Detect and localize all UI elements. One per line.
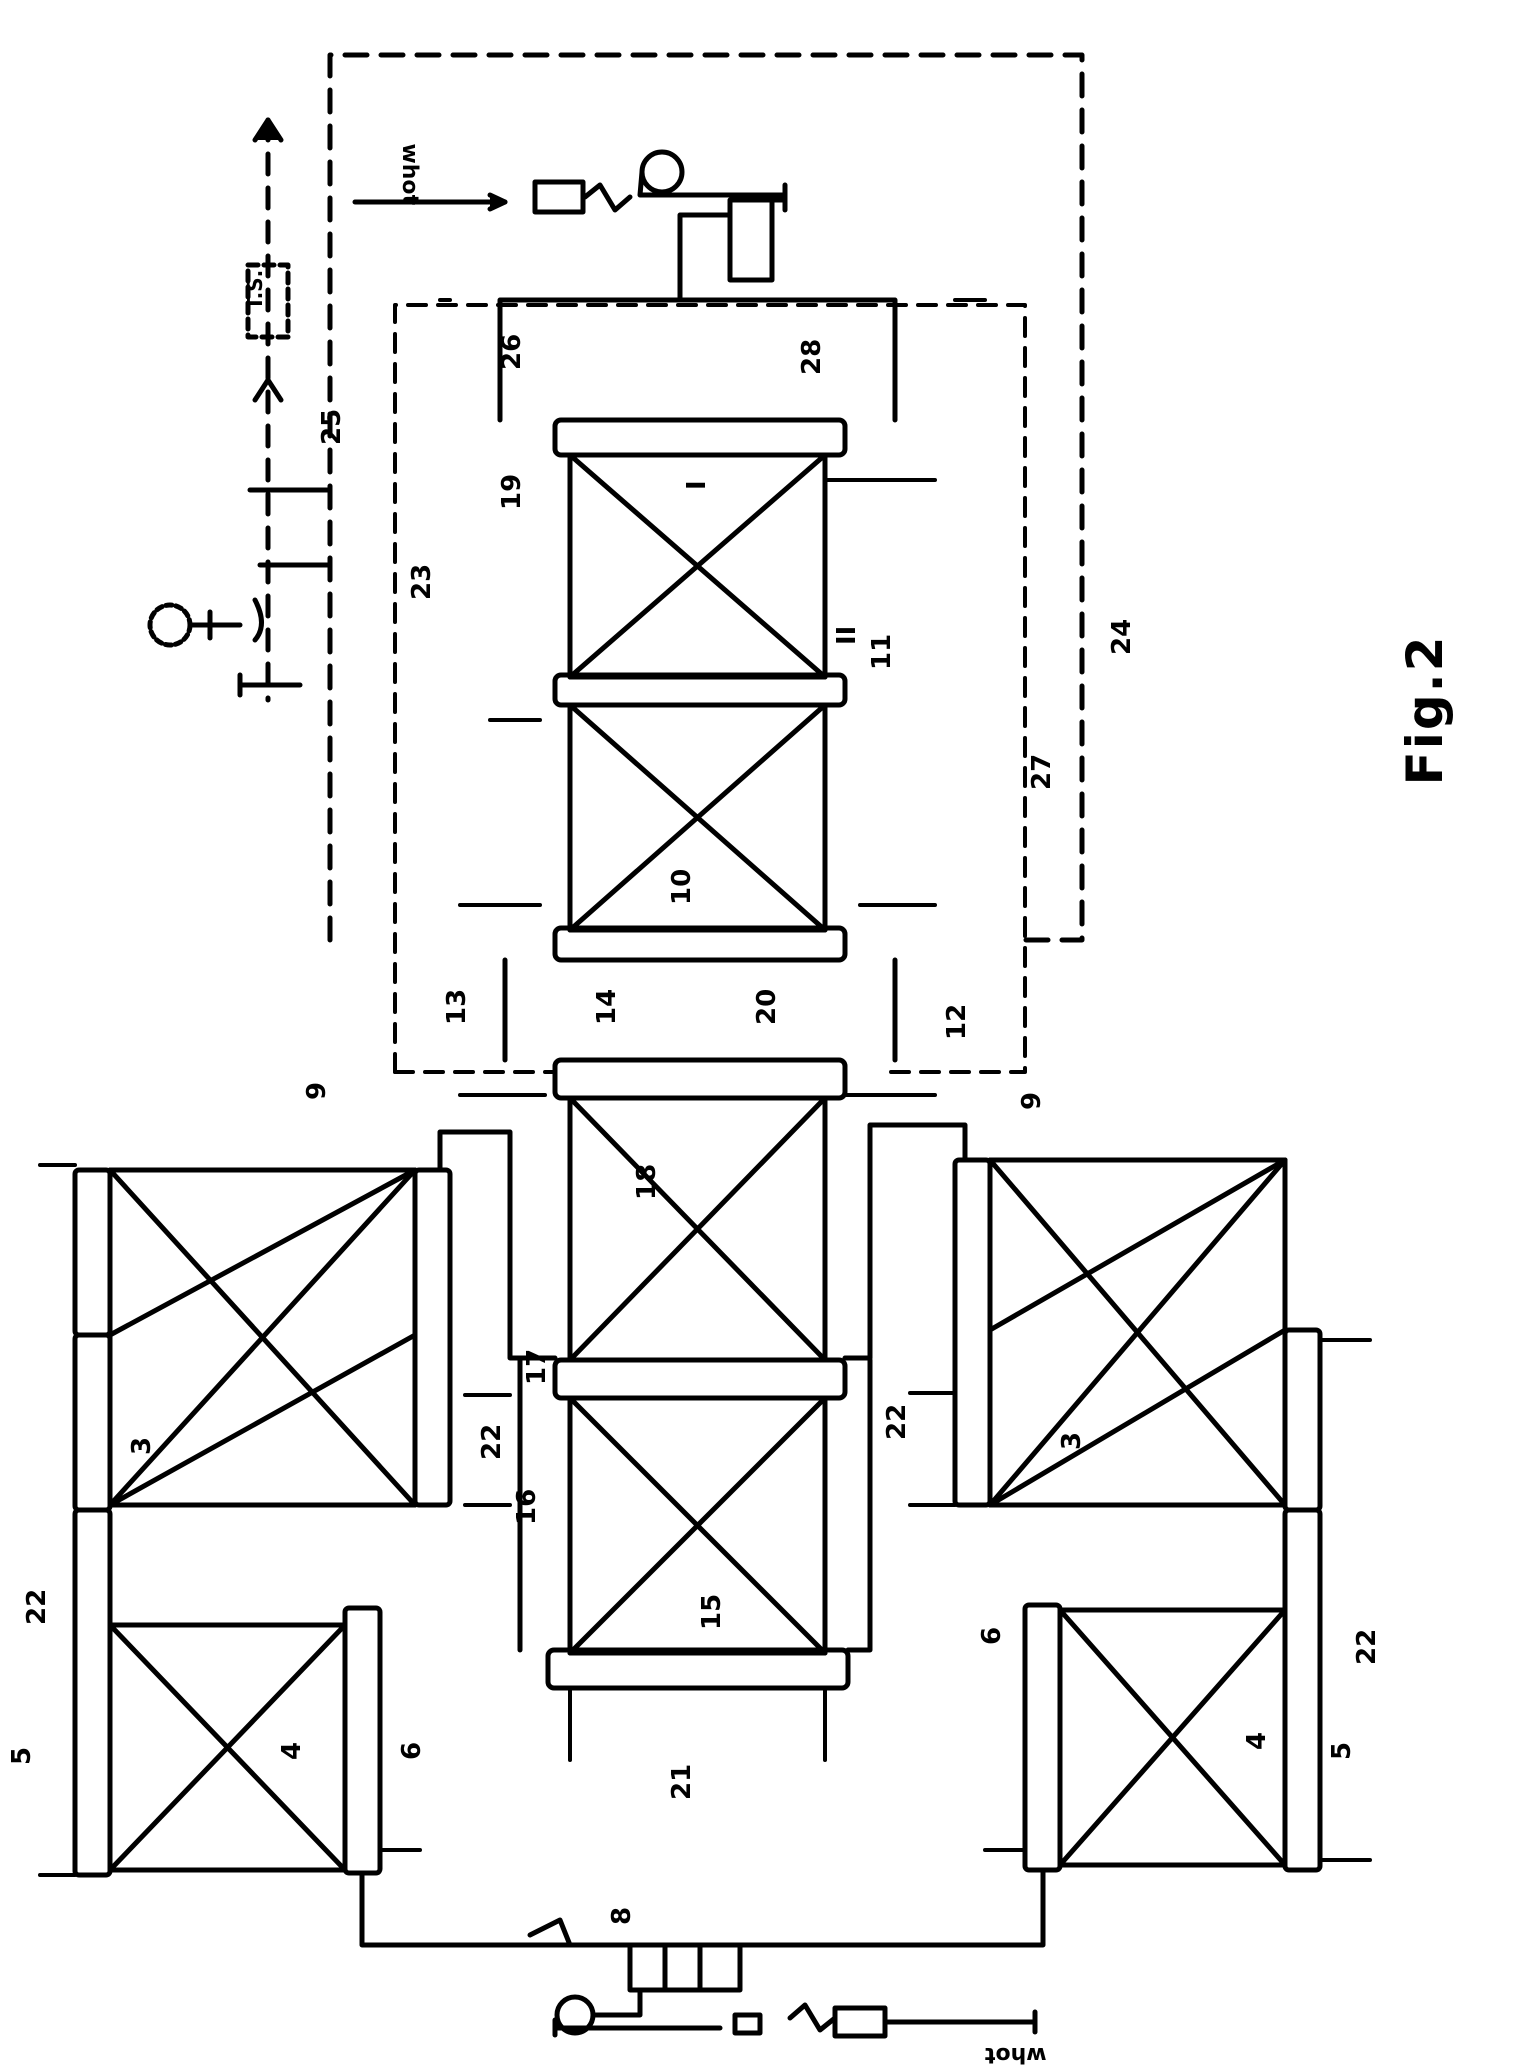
label-24: 24 (1107, 619, 1137, 655)
label-5-top: 5 (7, 1747, 37, 1765)
label-6-bottom: 6 (977, 1627, 1007, 1645)
label-8: 8 (607, 1907, 637, 1925)
reactor-18 (567, 1095, 828, 1363)
header-16 (552, 1357, 848, 1401)
flow-label-bottom: ʇoɥʍ (985, 2041, 1047, 2066)
label-10: 10 (667, 869, 697, 905)
vessel-6-top (342, 1605, 383, 1876)
label-4-bottom: 4 (1242, 1732, 1272, 1750)
vessel-5-bottom (1282, 1327, 1323, 1873)
exchanger-28 (497, 192, 898, 423)
label-17: 17 (522, 1349, 552, 1385)
label-16: 16 (512, 1489, 542, 1525)
figure-caption: Fig.2 (1380, 580, 1470, 840)
label-5-bottom: 5 (1327, 1742, 1357, 1760)
flow-label-top: ʇoɥʍ (396, 143, 421, 205)
label-II: II (832, 626, 862, 645)
label-19: 19 (497, 474, 527, 510)
label-9-top: 9 (302, 1082, 332, 1100)
label-22-top-2: 22 (477, 1424, 507, 1460)
vessel-5-top (72, 1167, 113, 1878)
valve-stubs (38, 298, 1372, 1877)
reference-labels: 3 3 4 4 5 5 6 6 8 9 9 10 11 12 13 14 15 … (7, 143, 1382, 2066)
label-3-top: 3 (127, 1437, 157, 1455)
bottom-pump (552, 1987, 1038, 2039)
label-22-bottom: 22 (1352, 1629, 1382, 1665)
label-21: 21 (667, 1764, 697, 1800)
reactor-15 (567, 1395, 828, 1656)
vessel-4-top (107, 1622, 348, 1873)
header-19 (552, 417, 848, 458)
header-14 (552, 1057, 848, 1101)
meter-label: T.S. (243, 270, 267, 310)
inner-dashed-loop (393, 303, 1027, 1074)
connector-13-12 (502, 957, 898, 1063)
label-I: I (682, 480, 712, 490)
header-21 (545, 1647, 851, 1691)
label-27: 27 (1027, 754, 1057, 790)
label-4-top: 4 (277, 1742, 307, 1760)
label-28: 28 (797, 339, 827, 375)
figure-caption-text: Fig.2 (1396, 634, 1454, 786)
label-26: 26 (497, 334, 527, 370)
vessel-3-bottom (987, 1157, 1288, 1508)
outer-dashed-loop (327, 52, 1085, 943)
label-18: 18 (632, 1164, 662, 1200)
vessel-6-bottom (1022, 1602, 1063, 1873)
flow-arrow-top (352, 192, 508, 212)
label-25: 25 (317, 409, 347, 445)
pump (532, 149, 788, 215)
label-20: 20 (752, 989, 782, 1025)
label-15: 15 (697, 1594, 727, 1630)
reactor-II (567, 702, 828, 933)
label-13: 13 (442, 989, 472, 1025)
label-11: 11 (867, 634, 897, 670)
label-22-bottom-2: 22 (882, 1404, 912, 1440)
label-14: 14 (592, 989, 622, 1025)
label-9-bottom: 9 (1017, 1092, 1047, 1110)
vessel-3-top (107, 1167, 418, 1508)
meter-chain (147, 117, 333, 703)
vessel-9-top (412, 1129, 558, 1653)
label-3-bottom: 3 (1057, 1432, 1087, 1450)
header-20 (552, 925, 848, 963)
label-12: 12 (942, 1004, 972, 1040)
label-23: 23 (407, 564, 437, 600)
label-22-top: 22 (22, 1589, 52, 1625)
bottom-manifold (359, 1867, 1046, 1993)
vessel-9-bottom (842, 1122, 993, 1653)
label-6-top: 6 (397, 1742, 427, 1760)
